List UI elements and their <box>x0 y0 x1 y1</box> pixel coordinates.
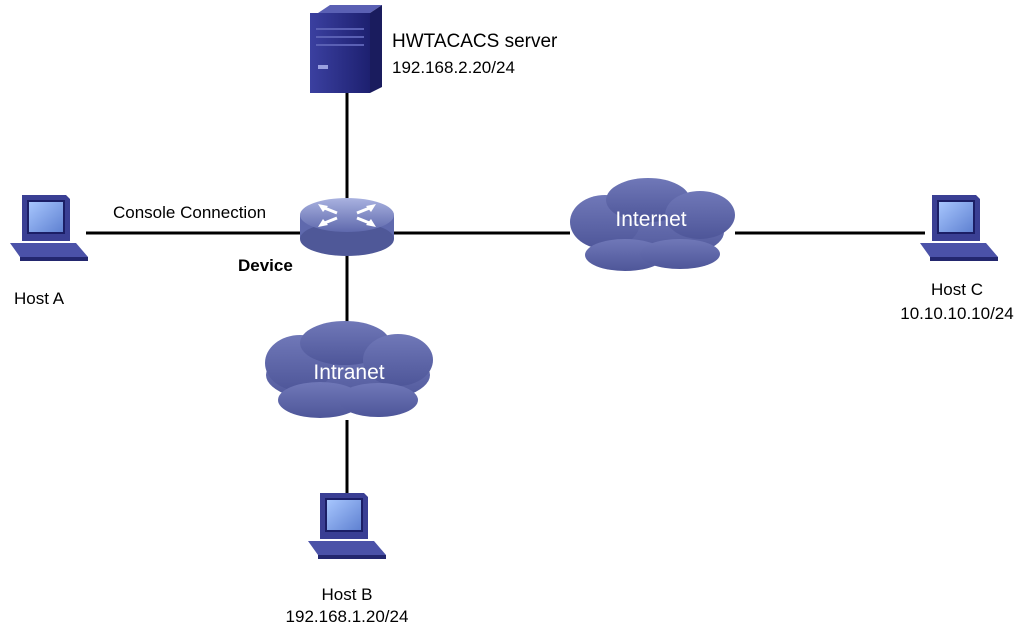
host-b-ip: 192.168.1.20/24 <box>285 607 409 626</box>
internet-cloud-icon <box>570 178 735 271</box>
host-b-pc-icon <box>308 493 386 559</box>
intranet-cloud-icon <box>265 321 433 418</box>
device-switch-icon <box>300 198 394 256</box>
host-b-name: Host B <box>321 585 373 604</box>
intranet-label: Intranet <box>313 361 385 384</box>
host-a-pc-icon <box>10 195 88 261</box>
internet-label: Internet <box>615 208 687 231</box>
server-ip: 192.168.2.20/24 <box>392 58 515 77</box>
console-connection-label: Console Connection <box>113 203 267 222</box>
host-c-pc-icon <box>920 195 998 261</box>
device-label: Device <box>238 256 293 275</box>
host-a-name: Host A <box>14 289 65 308</box>
host-c-ip: 10.10.10.10/24 <box>900 304 1014 323</box>
server-icon <box>310 5 382 93</box>
server-name: HWTACACS server <box>392 31 558 52</box>
links <box>86 88 925 495</box>
host-c-name: Host C <box>931 280 983 299</box>
